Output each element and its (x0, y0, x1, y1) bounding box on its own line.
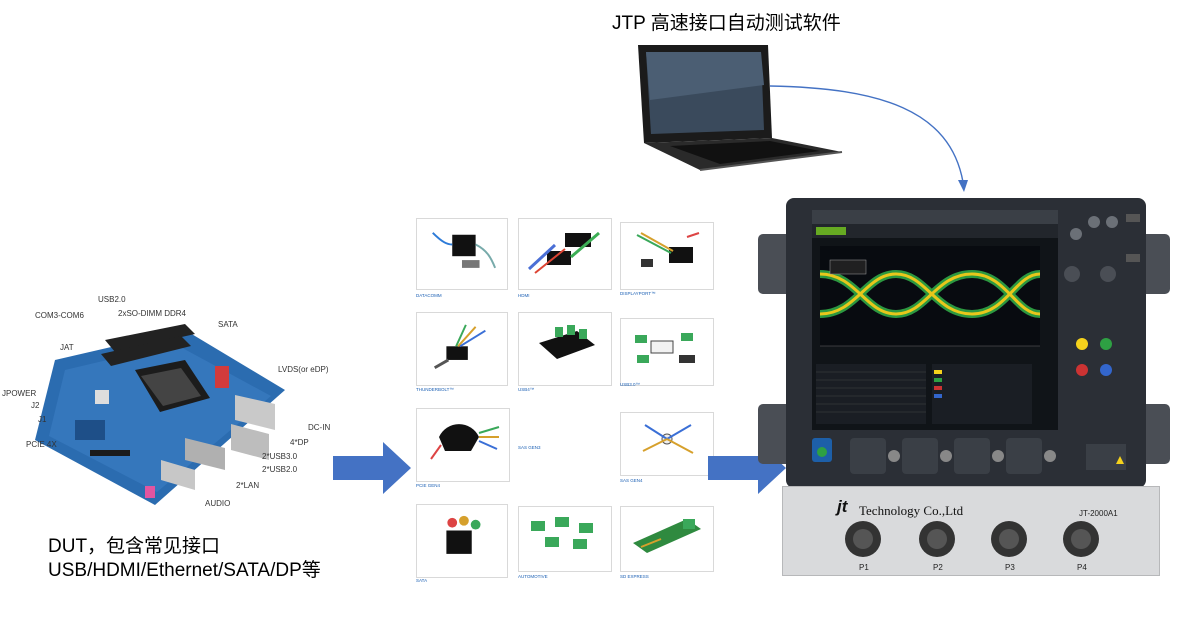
fixture-thunderbolt (416, 312, 508, 386)
fixture-pcie-gen4 (416, 408, 510, 482)
motherboard-image (35, 324, 285, 505)
label-dp4: 4*DP (290, 438, 309, 447)
rack-port-label: P1 (859, 563, 869, 572)
label-audio: AUDIO (205, 499, 231, 508)
dut-motherboard: USB2.0 COM3-COM6 2xSO-DIMM DDR4 SATA JAT… (0, 290, 340, 520)
fixture-label: USB3.0™ (620, 382, 641, 387)
fixture-label: THUNDERBOLT™ (416, 387, 454, 392)
rack-connectors (845, 521, 1099, 557)
label-lan: 2*LAN (236, 481, 260, 490)
label-usb20: USB2.0 (98, 295, 126, 304)
fixture-usb4 (518, 312, 612, 386)
fixture-label: SAS GEN3 (518, 445, 541, 450)
rack-logo-icon: jt (837, 497, 848, 516)
fixture-grid: DATACOMM HDMI DISPLAYPORT™ THUNDERBOLT™ … (414, 216, 714, 591)
fixture-sd-express (620, 506, 714, 572)
label-dcin: DC-IN (308, 423, 331, 432)
dut-caption: DUT，包含常见接口 USB/HDMI/Ethernet/SATA/DP等 (48, 535, 321, 583)
label-jat: JAT (60, 343, 74, 352)
label-j2: J2 (31, 401, 40, 410)
arrow-right-icon (333, 442, 411, 494)
oscilloscope (756, 194, 1172, 490)
switch-rack: jt Technology Co.,Ltd JT-2000A1 P1 P2 P3… (782, 486, 1160, 576)
fixture-label: HDMI (518, 293, 530, 298)
label-sata: SATA (218, 320, 238, 329)
rack-port-label: P2 (933, 563, 943, 572)
label-jpower: JPOWER (2, 389, 37, 398)
fixture-automotive (518, 506, 612, 572)
label-j1: J1 (38, 415, 47, 424)
label-com: COM3-COM6 (35, 311, 84, 320)
label-pcie: PCIE 4X (26, 440, 57, 449)
fixture-label: SD EXPRESS (620, 574, 649, 579)
fixture-usb3 (620, 318, 714, 386)
fixture-label: DATACOMM (416, 293, 442, 298)
fixture-displayport (620, 222, 714, 290)
rack-port-label: P4 (1077, 563, 1087, 572)
fixture-label: DISPLAYPORT™ (620, 291, 656, 296)
oscilloscope-image (758, 198, 1170, 488)
fixture-label: AUTOMOTIVE (518, 574, 548, 579)
software-title: JTP 高速接口自动测试软件 (612, 13, 841, 34)
label-usb20x2: 2*USB2.0 (262, 465, 298, 474)
fixture-hdmi (518, 218, 612, 290)
fixture-label: SATA (416, 578, 428, 583)
label-lvds: LVDS(or eDP) (278, 365, 329, 374)
rack-port-label: P3 (1005, 563, 1015, 572)
fixture-sata (416, 504, 508, 578)
fixture-label: PCIE GEN4 (416, 483, 441, 488)
rack-brand: Technology Co.,Ltd (859, 503, 964, 518)
fixture-label: SAS GEN4 (620, 478, 643, 483)
rack-model: JT-2000A1 (1079, 509, 1118, 518)
connection-curve (769, 85, 968, 192)
label-sodimm: 2xSO-DIMM DDR4 (118, 309, 187, 318)
fixture-sas-gen4 (620, 412, 714, 476)
laptop-image (638, 45, 843, 171)
fixture-label: USB4™ (518, 387, 535, 392)
label-usb30: 2*USB3.0 (262, 452, 298, 461)
fixture-datacomm (416, 218, 508, 290)
dut-caption-line2: USB/HDMI/Ethernet/SATA/DP等 (48, 560, 321, 581)
dut-caption-line1: DUT，包含常见接口 (48, 536, 221, 557)
